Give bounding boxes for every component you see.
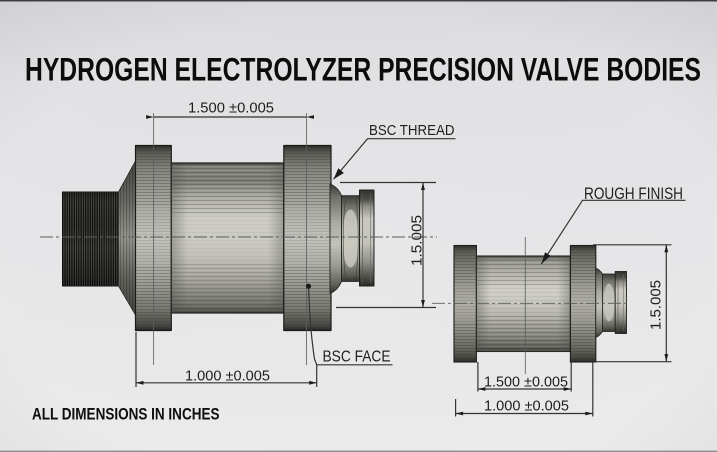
svg-text:BSC THREAD: BSC THREAD (369, 122, 455, 139)
svg-text:HYDROGEN ELECTROLYZER PRECISIO: HYDROGEN ELECTROLYZER PRECISION VALVE BO… (25, 52, 701, 88)
svg-text:1.5.005: 1.5.005 (647, 280, 664, 330)
svg-text:BSC FACE: BSC FACE (323, 348, 391, 365)
svg-text:1.500 ±0.005: 1.500 ±0.005 (188, 101, 274, 117)
svg-text:1.000 ±0.005: 1.000 ±0.005 (185, 369, 270, 385)
svg-text:1.5.005: 1.5.005 (410, 215, 426, 266)
svg-text:ALL DIMENSIONS IN INCHES: ALL DIMENSIONS IN INCHES (32, 406, 220, 424)
svg-text:ROUGH FINISH: ROUGH FINISH (584, 185, 683, 203)
svg-text:1.500 ±0.005: 1.500 ±0.005 (484, 374, 568, 390)
svg-text:1.000 ±0.005: 1.000 ±0.005 (484, 398, 569, 414)
